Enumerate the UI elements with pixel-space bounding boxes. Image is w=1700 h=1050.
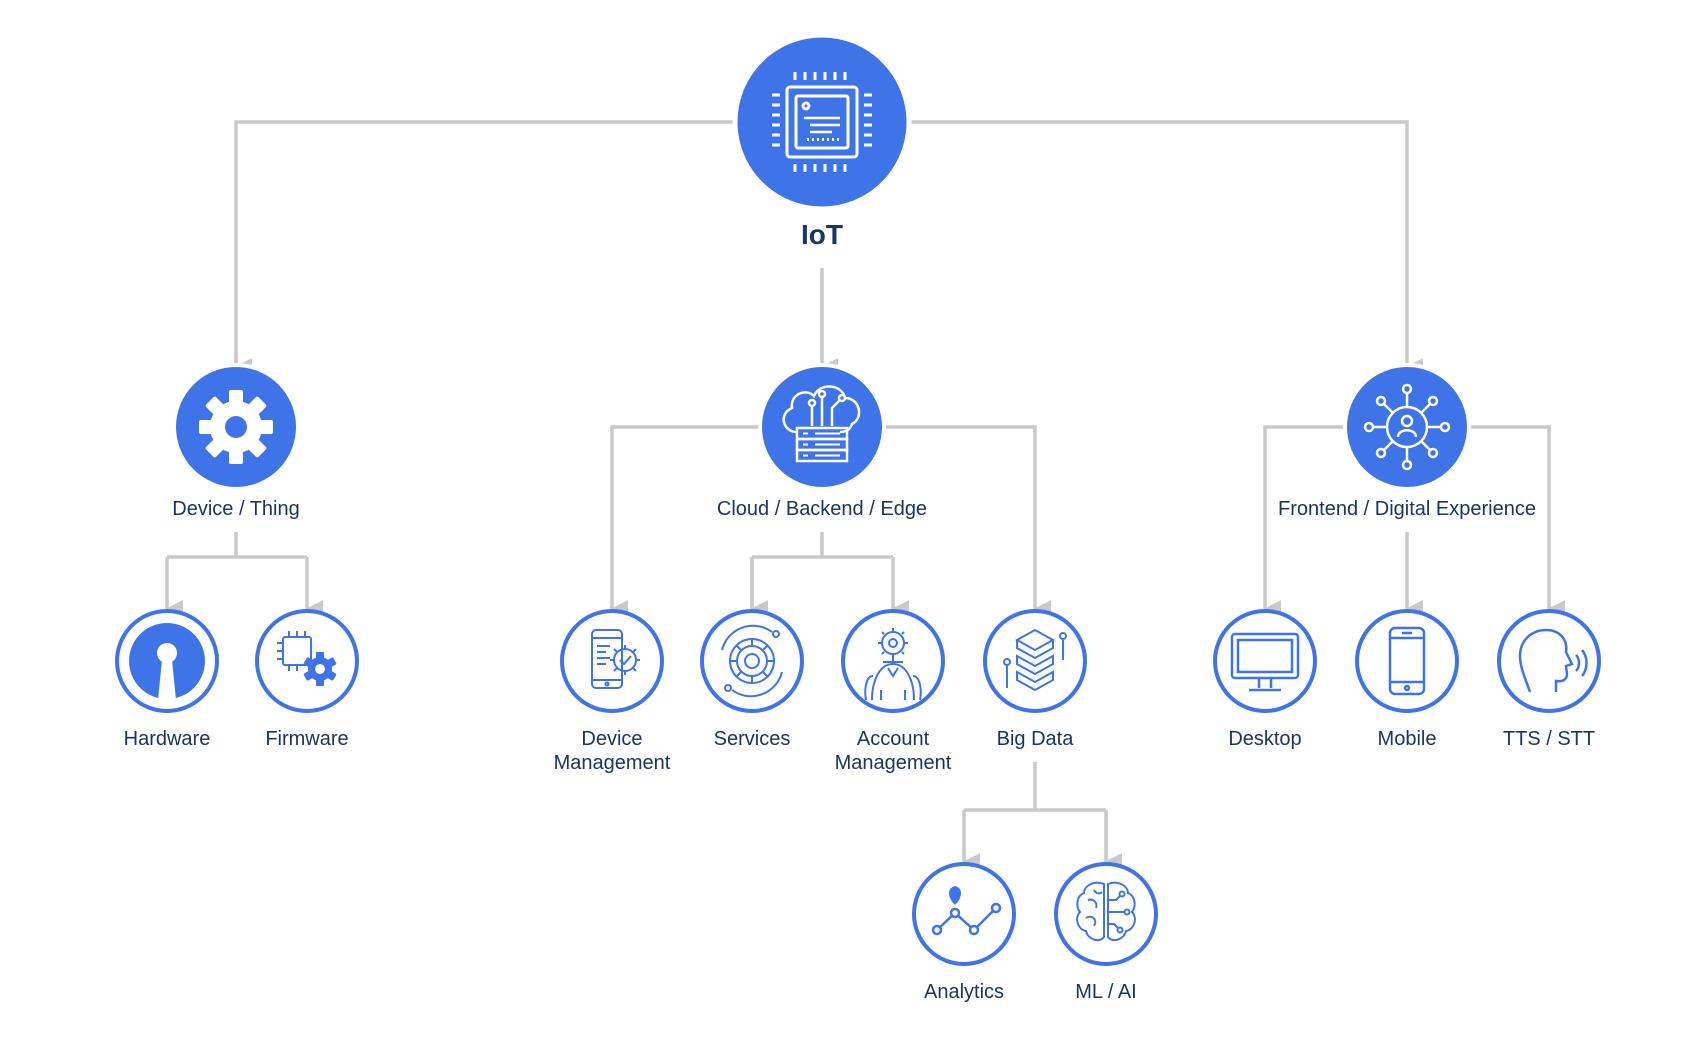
connector-cloud-big-data — [882, 425, 1052, 618]
node-tts-stt[interactable] — [1497, 609, 1601, 713]
connector-bigdata-bracket — [964, 762, 1106, 812]
node-big-data[interactable] — [983, 609, 1087, 713]
connector-device-bracket — [167, 532, 307, 559]
connector-iot-device — [234, 120, 735, 376]
firmware-label: Firmware — [265, 728, 348, 750]
cog-orbit-icon — [721, 624, 783, 698]
device-management-label-line1: Device — [581, 728, 642, 750]
node-ml-ai[interactable] — [1054, 862, 1158, 966]
user-network-icon — [1363, 383, 1451, 471]
services-label: Services — [714, 728, 791, 750]
node-cloud-backend-edge[interactable] — [758, 363, 886, 491]
connector-cloud-bracket — [752, 532, 893, 559]
gear-icon — [199, 390, 273, 464]
account-management-label-line2: Management — [835, 752, 952, 774]
desktop-label: Desktop — [1228, 728, 1301, 750]
chip-gear-icon — [277, 631, 337, 686]
connector-cloud-device-management — [610, 425, 762, 618]
brain-icon — [1076, 881, 1136, 942]
smartphone-icon — [1388, 626, 1426, 696]
node-iot[interactable] — [732, 32, 912, 212]
cloud-backend-edge-label: Cloud / Backend / Edge — [717, 498, 927, 520]
ml-ai-label: ML / AI — [1075, 981, 1137, 1003]
analytics-label: Analytics — [924, 981, 1004, 1003]
node-device-thing[interactable] — [172, 363, 300, 491]
keyhole-icon — [129, 623, 205, 700]
frontend-digital-experience-label: Frontend / Digital Experience — [1278, 498, 1536, 520]
phone-gear-icon — [591, 629, 640, 689]
speaking-head-icon — [1518, 628, 1588, 693]
tts-stt-label: TTS / STT — [1503, 728, 1595, 750]
cloud-server-icon — [782, 385, 861, 463]
connector-iot-frontend — [905, 120, 1424, 376]
node-hardware[interactable] — [115, 609, 219, 713]
person-gear-icon — [864, 628, 922, 701]
node-analytics[interactable] — [912, 862, 1016, 966]
connector-frontend-desktop — [1263, 425, 1347, 618]
node-frontend-digital-experience[interactable] — [1343, 363, 1471, 491]
hardware-label: Hardware — [124, 728, 211, 750]
node-services[interactable] — [700, 609, 804, 713]
line-graph-icon — [931, 886, 1002, 936]
device-management-label-line2: Management — [554, 752, 671, 774]
mobile-label: Mobile — [1378, 728, 1437, 750]
monitor-icon — [1230, 632, 1300, 692]
node-desktop[interactable] — [1213, 609, 1317, 713]
account-management-label-line1: Account — [857, 728, 930, 750]
connector-frontend-tts-stt — [1467, 425, 1566, 618]
big-data-label: Big Data — [997, 728, 1075, 750]
connectors — [165, 120, 1566, 871]
processor-chip-icon — [772, 72, 872, 172]
node-firmware[interactable] — [255, 609, 359, 713]
device-thing-label: Device / Thing — [172, 498, 299, 520]
node-mobile[interactable] — [1355, 609, 1459, 713]
root-label: IoT — [801, 219, 843, 250]
node-account-management[interactable] — [841, 609, 945, 713]
stacked-layers-icon — [1003, 628, 1067, 692]
node-device-management[interactable] — [560, 609, 664, 713]
